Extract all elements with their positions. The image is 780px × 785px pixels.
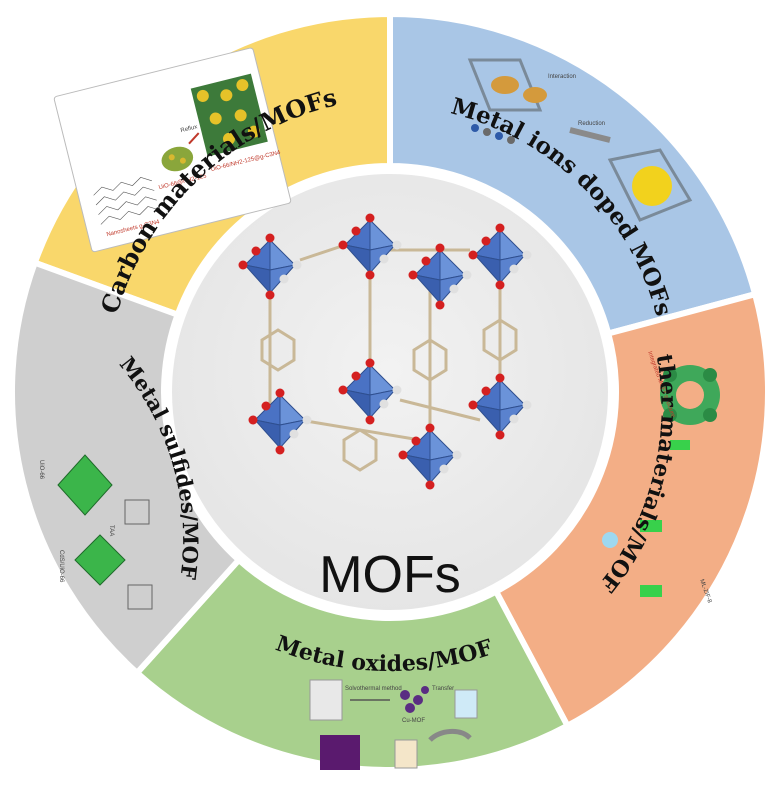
atom-node: [302, 415, 312, 425]
atom-node: [365, 270, 375, 280]
atom-node: [265, 233, 275, 243]
green-block-icon: [640, 585, 662, 597]
atom-node: [468, 400, 478, 410]
atom-node: [468, 250, 478, 260]
metal-ions-inset-illustration: Interaction Reduction: [467, 58, 693, 222]
atom-node: [365, 358, 375, 368]
atom-node: [439, 464, 449, 474]
atom-node: [481, 386, 491, 396]
green-block-icon: [640, 520, 662, 532]
atom-node: [338, 385, 348, 395]
atom-node: [421, 256, 431, 266]
atom-node: [509, 414, 519, 424]
sulfides-label-2: CdS/UiO-66: [58, 550, 64, 583]
atom-node: [392, 240, 402, 250]
mof-framework-icon: [467, 58, 547, 112]
reduction-arrow-icon: [569, 127, 611, 143]
beaker-icon: [394, 739, 418, 769]
atom-node: [425, 480, 435, 490]
metal-sulfides-inset-illustration: UiO-66 CdS/UiO-66 TAA: [38, 454, 153, 610]
doped-mof-icon: [607, 148, 693, 222]
atom-node: [435, 300, 445, 310]
atom-node: [379, 254, 389, 264]
atom-node: [292, 260, 302, 270]
carbon-label-3: Reflux: [180, 124, 198, 134]
oxides-label-1: Solvothermal method: [345, 686, 402, 692]
atom-node: [261, 401, 271, 411]
atom-node: [275, 388, 285, 398]
cube-icon: [320, 735, 360, 770]
sulfides-label-3: TAA: [108, 525, 114, 536]
graphene-sheet-icon: [93, 177, 160, 225]
atom-node: [398, 450, 408, 460]
octahedron-icon: [57, 454, 113, 516]
atom-node: [522, 250, 532, 260]
atom-node: [365, 213, 375, 223]
atom-node: [351, 226, 361, 236]
atom-node: [248, 415, 258, 425]
center-title: MOFs: [319, 546, 461, 604]
atom-node: [238, 260, 248, 270]
porous-framework-icon: [660, 365, 720, 425]
atom-node: [495, 280, 505, 290]
atom-node: [522, 400, 532, 410]
metal-cluster-nodes: [238, 213, 532, 490]
atom-node: [338, 240, 348, 250]
metal-label-reduction: Reduction: [578, 121, 605, 127]
metal-label-interaction: Interaction: [548, 74, 576, 80]
autoclave-icon: [309, 679, 343, 721]
atom-node: [449, 284, 459, 294]
atom-node: [251, 246, 261, 256]
atom-node: [379, 399, 389, 409]
atom-node: [392, 385, 402, 395]
atom-node: [452, 450, 462, 460]
atom-node: [495, 373, 505, 383]
sulfides-label-1: UiO-66: [38, 460, 44, 480]
atom-node: [289, 429, 299, 439]
atom-node: [462, 270, 472, 280]
carbon-inset-illustration: Nanosheets g-C3N4 UiO-66@NH2-125 Reflux …: [53, 47, 292, 253]
green-block-icon: [670, 440, 690, 450]
atom-node: [265, 290, 275, 300]
atom-node: [509, 264, 519, 274]
uio-particle-icon: [161, 146, 194, 172]
oxides-label-2: Cu-MOF: [402, 718, 425, 724]
particle-icon: [602, 532, 618, 548]
atom-node: [495, 223, 505, 233]
atom-node: [279, 274, 289, 284]
metal-oxides-inset-illustration: Solvothermal method Cu-MOF Transfer: [309, 679, 478, 770]
ion-dots: [471, 124, 515, 144]
atom-node: [435, 243, 445, 253]
atom-node: [495, 430, 505, 440]
atom-node: [408, 270, 418, 280]
fish-icon: [428, 729, 472, 742]
atom-node: [365, 415, 375, 425]
atom-node: [275, 445, 285, 455]
atom-node: [351, 371, 361, 381]
cu-mof-crystals-icon: [400, 686, 429, 713]
lattice-grid-icon: [124, 499, 153, 610]
mof-crystal-structure: [238, 213, 532, 490]
beaker-icon: [454, 689, 478, 719]
atom-node: [481, 236, 491, 246]
octahedron-icon: [74, 534, 126, 586]
arrow-icon: [188, 132, 200, 145]
atom-node: [411, 436, 421, 446]
atom-node: [425, 423, 435, 433]
oxides-label-3: Transfer: [432, 686, 454, 692]
composite-lattice-icon: [190, 73, 268, 157]
